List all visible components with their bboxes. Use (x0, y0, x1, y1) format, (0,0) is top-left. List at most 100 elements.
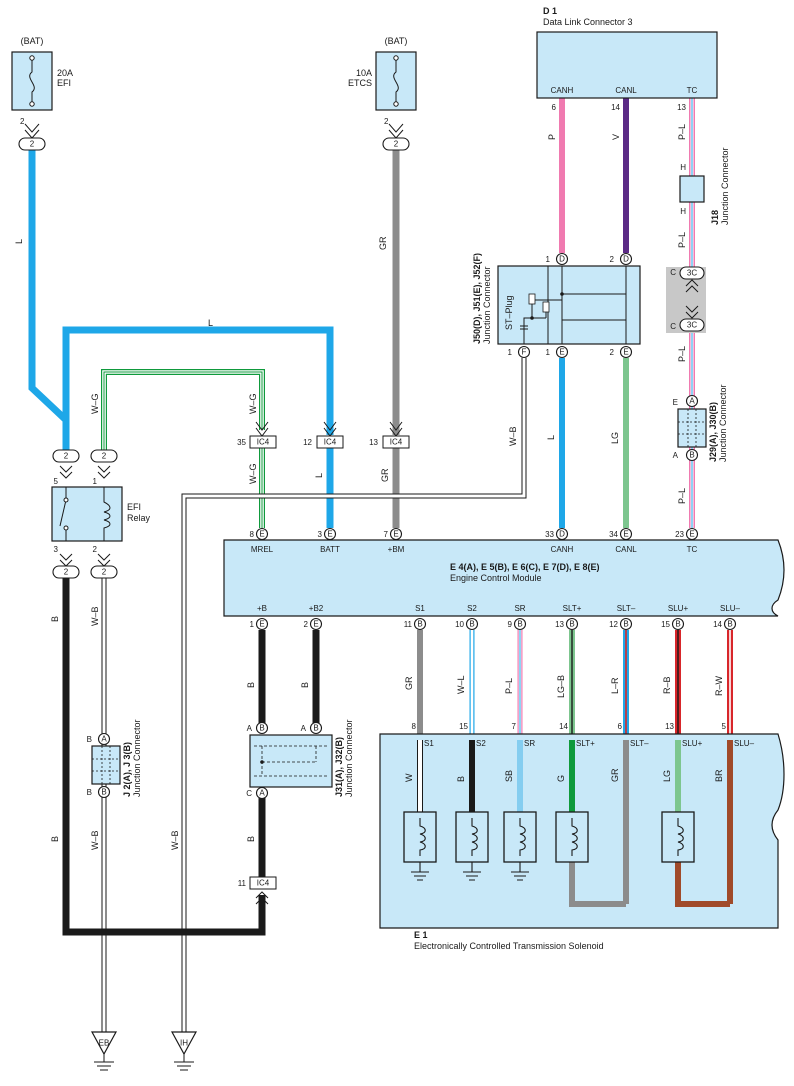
solenoid-ground-1 (463, 862, 481, 881)
ecm-top-2-circle (389, 527, 403, 541)
solenoid-term-1: S2 (476, 739, 486, 748)
dlc-name: Data Link Connector 3 (543, 17, 633, 27)
ecm-top-term-4: CANL (615, 545, 637, 554)
dlc-box (536, 31, 718, 99)
ecm-box (223, 539, 785, 617)
dlc-term-canl: CANL (615, 86, 637, 95)
solenoid-name: Electronically Controlled Transmission S… (414, 941, 604, 951)
j18-sub: Junction Connector (720, 147, 730, 225)
ecm-bottom-1-pin: 2 (304, 620, 309, 629)
etcs-fuse-name: ETCS (348, 78, 372, 88)
j18-pin-h-bottom: H (680, 207, 686, 216)
wl-tc-bot: P–L (677, 488, 687, 504)
ic4-row: 35 IC4 12 IC4 13 IC4 (237, 421, 410, 449)
wire-w-g (101, 369, 265, 528)
ecm-bottom-8-circle (723, 617, 737, 631)
ecm-bottom-term-8: SLU– (720, 604, 741, 613)
wire-labels: L GR P V P–L L W–G W–G W–G L GR W–B L LG… (14, 124, 724, 850)
solenoid-coil-winding-3 (571, 818, 578, 856)
ecm-bottom-5-circle (565, 617, 579, 631)
j29-conn-b: B (689, 451, 694, 460)
ecm-bottom-term-0: +B (257, 604, 267, 613)
wire-relay-b (62, 578, 266, 936)
ic4-label-35: IC4 (257, 438, 270, 447)
solenoid-term-2: SR (524, 739, 535, 748)
wl-tc-mid: P–L (677, 346, 687, 362)
ecm-top-term-2: +BM (388, 545, 405, 554)
wl-tc: P–L (677, 124, 687, 140)
efi-relay-pin-5: 5 (54, 477, 59, 486)
ecm-top-3-circle (555, 527, 569, 541)
connector-3c-conn-bottom: 3C (687, 321, 697, 330)
j50-st-plug: ST–Plug (504, 295, 514, 330)
solenoid-color-5: LG (662, 770, 672, 782)
ecm-bottom-3-conn: B (469, 620, 474, 629)
ic4-pin-12: 12 (303, 438, 312, 447)
ecm-bottom-8-conn: B (727, 620, 732, 629)
ecm-top-3-conn: D (559, 530, 565, 539)
j2-connector: B A B B J 2(A), J 3(B) Junction Connecto… (87, 719, 142, 799)
j50-sub: Junction Connector (482, 266, 492, 344)
wl-j50-lg: LG (610, 432, 620, 444)
ecm-top-1-pin: 3 (318, 530, 323, 539)
connector-3c-pin-bottom: C (670, 322, 676, 331)
solenoid-color-2: SB (504, 770, 514, 782)
ic4-label-11: IC4 (257, 879, 270, 888)
j31-conn-b1: B (259, 724, 264, 733)
j31-conn-b2: B (313, 724, 318, 733)
j31-code: J31(A), J32(B) (334, 737, 344, 797)
ecm-bottom-8-pin: 14 (713, 620, 722, 629)
solenoid-coil-winding-1 (471, 818, 478, 856)
ic4-label-12: IC4 (324, 438, 337, 447)
ecm-top-4-conn: E (623, 530, 628, 539)
j50-conn-top-d1: D (559, 255, 565, 264)
wl-plus-b2: B (300, 682, 310, 688)
ecm-bottom-1-conn: E (313, 620, 318, 629)
j50-pin-bottom-2e: 2 (610, 348, 615, 357)
ecm-top-0-circle (255, 527, 269, 541)
j18-code: J18 (710, 210, 720, 225)
ground-ih: IH (170, 1031, 198, 1071)
dlc-pin-6: 6 (552, 103, 557, 112)
wl-w-g-3: W–G (248, 463, 258, 484)
j50-code: J50(D), J51(E), J52(F) (472, 253, 482, 344)
efi-relay-pin-3: 3 (54, 545, 59, 554)
ic4-pin-11: 11 (238, 879, 247, 888)
solenoid-pin-0: 8 (412, 722, 417, 731)
ic4-label-13: IC4 (390, 438, 403, 447)
ecm-bottom-0-circle (255, 617, 269, 631)
ecm-top-4-circle (619, 527, 633, 541)
ground-ih-label: IH (180, 1039, 188, 1048)
ecm-top-term-1: BATT (320, 545, 340, 554)
j18-connector: H H J18 Junction Connector (679, 147, 730, 225)
solenoid-color-1: B (456, 776, 466, 782)
ecm-bottom-2-pin: 11 (404, 620, 413, 629)
wl-w-g-1: W–G (90, 393, 100, 414)
connector-3c-pin-top: C (670, 268, 676, 277)
j31-conn-a: A (259, 789, 265, 798)
ecm-bottom-term-7: SLU+ (668, 604, 689, 613)
solenoid-slt-loop (569, 862, 626, 907)
j50-box (497, 265, 641, 345)
j18-pin-h-top: H (680, 163, 686, 172)
ground-eb-label: EB (99, 1039, 110, 1048)
j2-code: J 2(A), J 3(B) (122, 742, 132, 797)
wl-batt: L (314, 473, 324, 478)
j50-pin-top-1: 1 (546, 255, 551, 264)
ecm-bottom-4-pin: 9 (508, 620, 513, 629)
efi-fuse-conn: 2 (30, 140, 35, 149)
dlc-code: D 1 (543, 6, 557, 16)
j2-pin-b-bottom: B (87, 788, 92, 797)
j2-sub: Junction Connector (132, 719, 142, 797)
wl-slum: R–W (714, 675, 724, 696)
ecm-top-5-pin: 23 (675, 530, 684, 539)
ecm-bottom-0-conn: E (259, 620, 264, 629)
wl-j31-b: B (246, 836, 256, 842)
ecm-top-0-conn: E (259, 530, 264, 539)
j29-sub: Junction Connector (718, 384, 728, 462)
ecm-bottom-7-circle (671, 617, 685, 631)
wire-w-b-ih (181, 358, 527, 1032)
ecm-bottom-4-circle (513, 617, 527, 631)
ground-eb: EB (90, 1031, 118, 1071)
dlc-pin-14: 14 (611, 103, 620, 112)
